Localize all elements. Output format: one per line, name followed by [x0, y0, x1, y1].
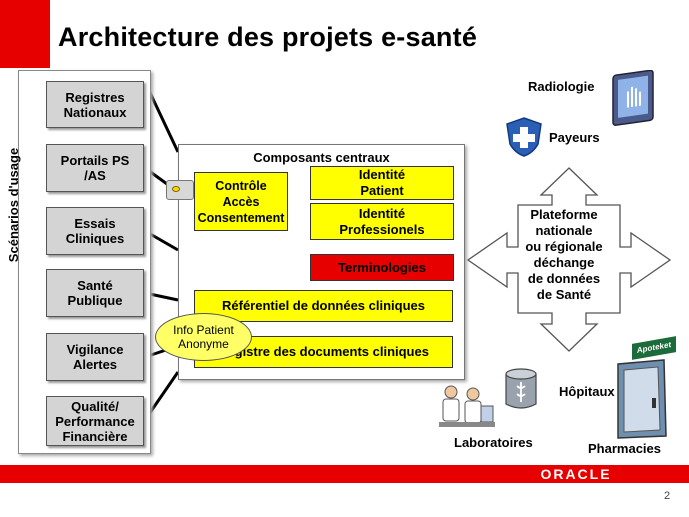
- plateforme-label: Plateforme nationale ou régionale déchan…: [525, 207, 603, 302]
- scenario-essais-cliniques: Essais Cliniques: [46, 207, 144, 255]
- pharmacies-door-icon: [617, 359, 667, 439]
- info-patient-anonyme-ellipse: Info Patient Anonyme: [155, 313, 252, 361]
- identite-patient-box: Identité Patient: [310, 166, 454, 200]
- referentiel-box: Référentiel de données cliniques: [194, 290, 453, 322]
- scenarios-panel: [18, 70, 151, 454]
- payeurs-shield-icon: [506, 117, 542, 157]
- hopitaux-label: Hôpitaux: [559, 384, 615, 399]
- oracle-logo: ORACLE: [540, 466, 612, 482]
- terminologies-box: Terminologies: [310, 254, 454, 281]
- payeurs-label: Payeurs: [549, 130, 600, 145]
- scenario-qualite-performance: Qualité/ Performance Financière: [46, 396, 144, 446]
- scenario-vigilance-alertes: Vigilance Alertes: [46, 333, 144, 381]
- header-accent-block: [0, 0, 50, 68]
- page-title: Architecture des projets e-santé: [58, 22, 478, 52]
- hopitaux-database-icon: [505, 368, 537, 409]
- laboratoires-label: Laboratoires: [454, 435, 533, 450]
- identite-professionnels-box: Identité Professionels: [310, 203, 454, 240]
- scenario-registres-nationaux: Registres Nationaux: [46, 81, 144, 128]
- scenario-portails-ps: Portails PS /AS: [46, 144, 144, 192]
- smart-card-chip-icon: [172, 186, 180, 192]
- radiologie-label: Radiologie: [528, 79, 595, 94]
- plateforme-arrow-shape: [466, 167, 672, 352]
- controle-acces-box: Contrôle Accès Consentement: [194, 172, 288, 231]
- smart-card-icon: [166, 180, 194, 200]
- page-number: 2: [664, 490, 671, 502]
- central-components-title: Composants centraux: [253, 150, 390, 165]
- footer-red-bar: [0, 465, 689, 483]
- radiology-monitor-icon: [612, 70, 654, 126]
- pharmacies-label: Pharmacies: [588, 441, 661, 456]
- laboratoires-people-icon: [439, 385, 495, 427]
- scenario-sante-publique: Santé Publique: [46, 269, 144, 317]
- scenarios-label: Scénarios d'usage: [6, 147, 21, 263]
